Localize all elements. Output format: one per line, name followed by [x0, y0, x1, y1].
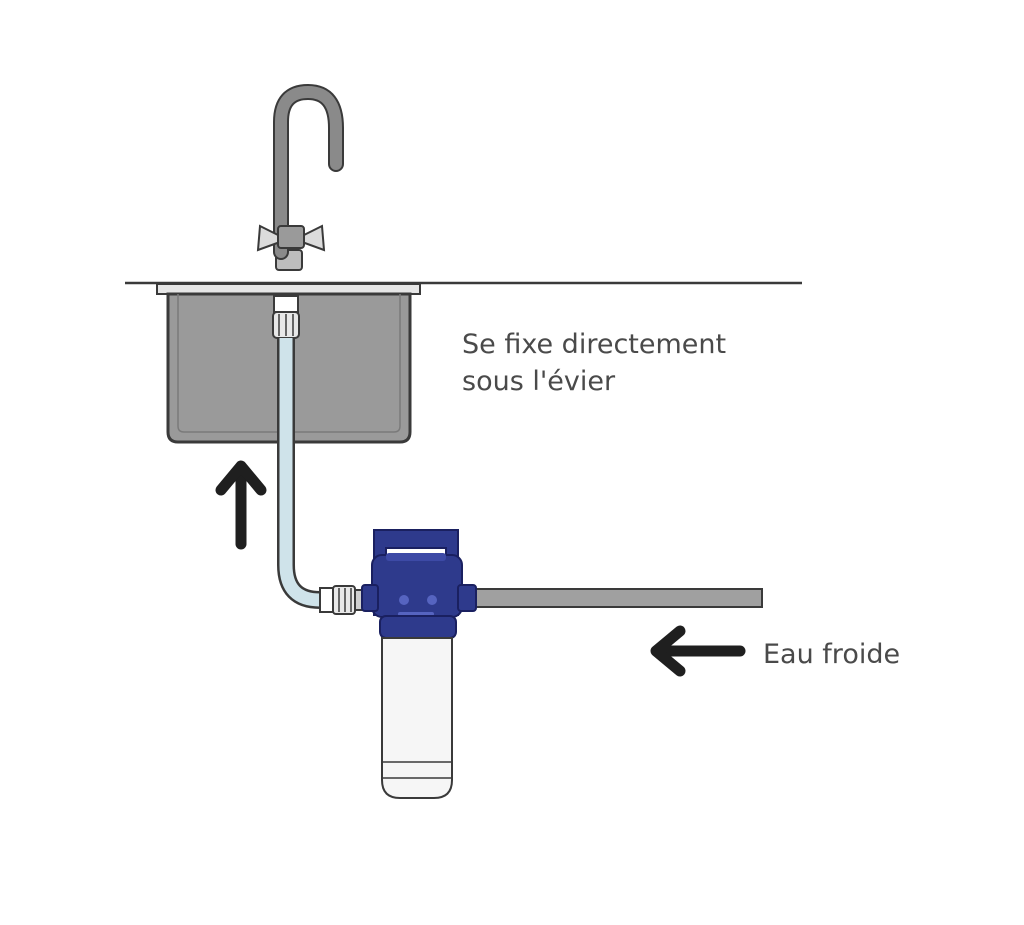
filter-head [371, 554, 463, 618]
water-filter [361, 529, 477, 799]
cold-water-label: Eau froide [763, 639, 900, 670]
mounting-label-line1: Se fixe directement [462, 329, 726, 360]
faucet-connector [272, 295, 300, 339]
arrow-up-icon [215, 460, 267, 550]
mounting-label-line2: sous l'évier [462, 366, 616, 397]
cold-water-pipe [473, 588, 763, 608]
faucet-valve [277, 225, 305, 249]
faucet-handle-right [301, 224, 326, 252]
filter-cartridge [381, 637, 453, 799]
arrow-left-icon [650, 625, 746, 677]
faucet [256, 83, 344, 271]
faucet-spout-inner [275, 85, 342, 258]
